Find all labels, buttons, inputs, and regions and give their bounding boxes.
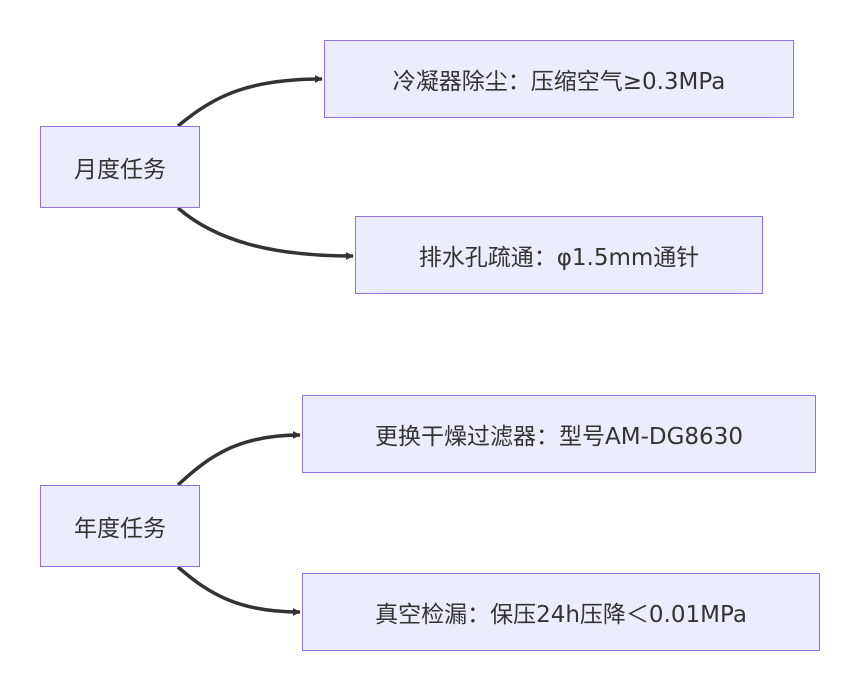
edge-monthly-to-condenser [176, 75, 323, 128]
node-yearly-tasks-label: 年度任务 [74, 516, 166, 542]
node-yearly-tasks: 年度任务 [40, 485, 200, 567]
node-vacuum-leak-test-label: 真空检漏：保压24h压降＜0.01MPa [375, 602, 747, 628]
edge-yearly-to-vacuum [176, 565, 301, 616]
edge-monthly-to-drain [176, 206, 354, 260]
node-filter-dryer-replacement: 更换干燥过滤器：型号AM-DG8630 [302, 395, 816, 473]
node-monthly-tasks: 月度任务 [40, 126, 200, 208]
edge-yearly-to-filter [176, 431, 301, 487]
node-drain-hole-clearing-label: 排水孔疏通：φ1.5mm通针 [418, 245, 700, 271]
node-condenser-dusting: 冷凝器除尘：压缩空气≥0.3MPa [324, 40, 794, 118]
node-monthly-tasks-label: 月度任务 [74, 157, 166, 183]
node-drain-hole-clearing: 排水孔疏通：φ1.5mm通针 [355, 216, 763, 294]
node-condenser-dusting-label: 冷凝器除尘：压缩空气≥0.3MPa [392, 69, 726, 95]
node-filter-dryer-replacement-label: 更换干燥过滤器：型号AM-DG8630 [375, 424, 743, 450]
node-vacuum-leak-test: 真空检漏：保压24h压降＜0.01MPa [302, 573, 820, 651]
